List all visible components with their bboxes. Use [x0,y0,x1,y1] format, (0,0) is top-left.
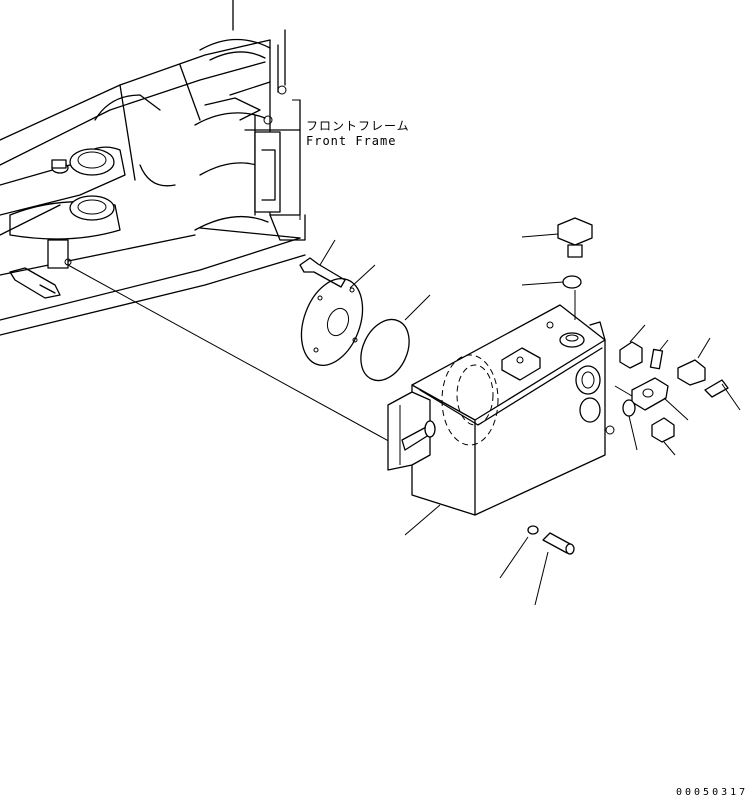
drawing-code: 00050317 [676,787,749,798]
tank [387,304,615,536]
front-frame-label-en: Front Frame [306,134,397,148]
flange-plate [300,264,376,367]
top-bolt [521,217,593,320]
mounting-line [67,264,406,451]
front-frame [0,0,306,336]
frame-label-leader [292,99,301,220]
gasket-ring [360,294,431,382]
flange-bolt [299,239,346,288]
right-fittings [614,324,741,456]
bottom-fasteners [499,525,575,606]
front-frame-label-jp: フロントフレーム [306,119,410,133]
